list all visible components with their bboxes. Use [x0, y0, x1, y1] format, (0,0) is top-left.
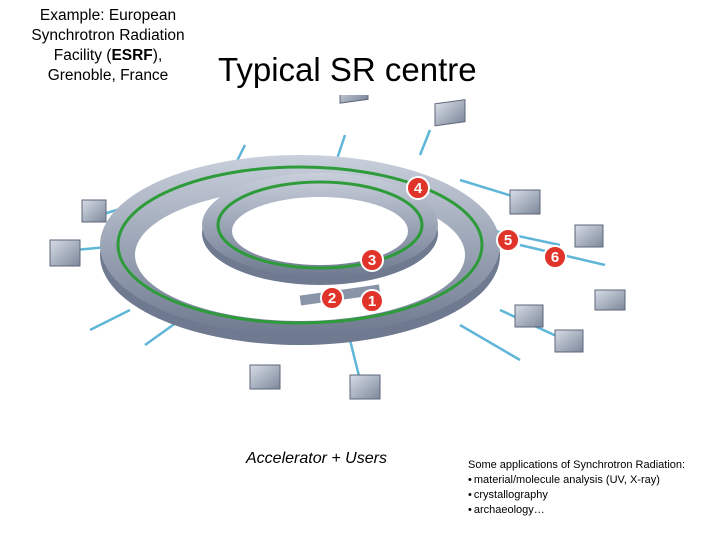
list-item: crystallography	[468, 488, 718, 503]
marker-2: 2	[321, 287, 343, 309]
marker-1: 1	[361, 290, 383, 312]
marker-6: 6	[544, 246, 566, 268]
beamline	[350, 340, 360, 380]
caption-facility-acronym: ESRF	[111, 47, 152, 64]
hutch	[340, 95, 368, 103]
marker-3: 3	[361, 249, 383, 271]
marker-label: 1	[368, 293, 376, 310]
applications-list: material/molecule analysis (UV, X-ray) c…	[468, 473, 718, 518]
diagram-caption: Accelerator + Users	[246, 450, 387, 468]
marker-label: 5	[504, 232, 512, 249]
hutch	[515, 305, 543, 327]
list-item: material/molecule analysis (UV, X-ray)	[468, 473, 718, 488]
slide-title: Typical SR centre	[218, 48, 477, 92]
figure-caption: Example: European Synchrotron Radiation …	[8, 6, 208, 86]
caption-line-4: Grenoble, France	[8, 66, 208, 86]
hutch	[82, 200, 106, 222]
beamline	[420, 130, 430, 155]
hutch	[555, 330, 583, 352]
marker-label: 6	[551, 249, 559, 266]
marker-5: 5	[497, 229, 519, 251]
beamline	[90, 310, 130, 330]
booster-ring	[202, 173, 438, 285]
hutch	[250, 365, 280, 389]
marker-4: 4	[407, 177, 429, 199]
marker-label: 3	[368, 252, 376, 269]
caption-line-3: Facility (ESRF),	[8, 46, 208, 66]
caption-line-2: Synchrotron Radiation	[8, 26, 208, 46]
caption-line-1: Example: European	[8, 6, 208, 26]
hutch	[50, 240, 80, 266]
hutch	[575, 225, 603, 247]
marker-label: 2	[328, 290, 336, 307]
caption-line-3-pre: Facility (	[54, 47, 112, 64]
hutch	[510, 190, 540, 214]
applications-heading: Some applications of Synchrotron Radiati…	[468, 458, 718, 473]
beamline	[460, 325, 520, 360]
caption-line-3-post: ),	[153, 47, 162, 64]
hutch	[435, 100, 465, 126]
hutch	[595, 290, 625, 310]
applications-panel: Some applications of Synchrotron Radiati…	[468, 458, 718, 518]
marker-label: 4	[414, 180, 423, 197]
hutch	[350, 375, 380, 399]
list-item: archaeology…	[468, 503, 718, 518]
synchrotron-diagram: 1 2 3 4 5 6	[0, 95, 720, 445]
